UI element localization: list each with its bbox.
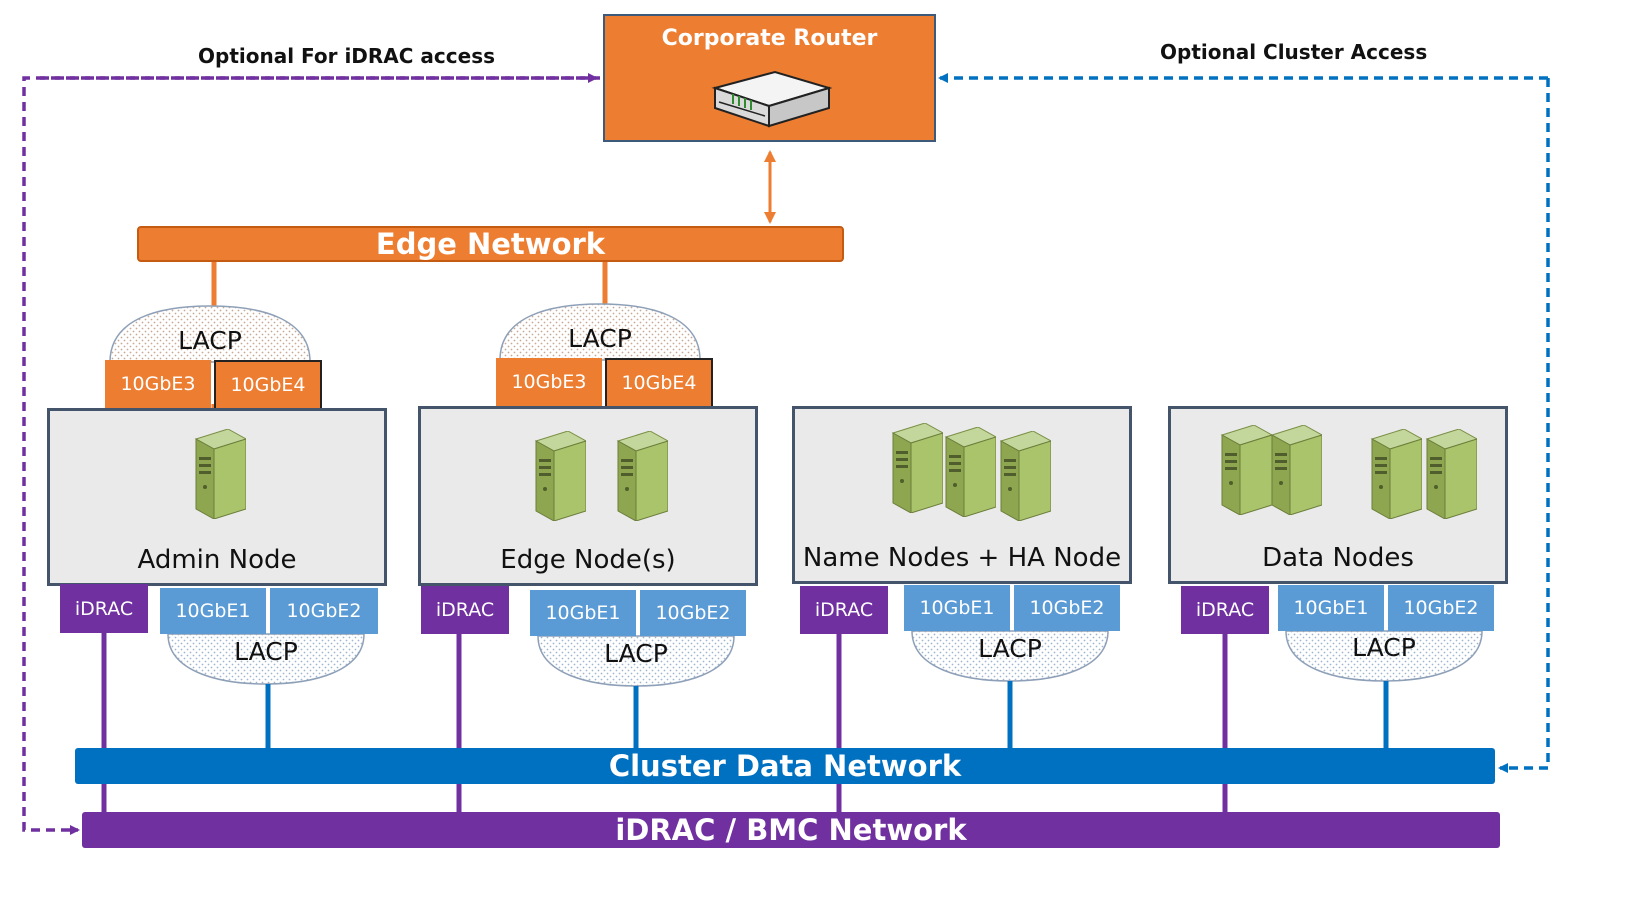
edgenode-idrac-port: iDRAC [421, 586, 509, 634]
edgenode-port-10gbe4: 10GbE4 [605, 358, 713, 408]
lacp-label-admin-bottom: LACP [234, 637, 298, 666]
lacp-label-data-bottom: LACP [1352, 633, 1416, 662]
name-port-10gbe2: 10GbE2 [1014, 585, 1120, 631]
admin-idrac-port: iDRAC [60, 584, 148, 633]
name-port-10gbe1: 10GbE1 [904, 585, 1010, 631]
corporate-router: Corporate Router [603, 14, 936, 142]
edge-node-label: Edge Node(s) [500, 545, 676, 575]
data-port-10gbe2: 10GbE2 [1388, 585, 1494, 631]
edgenode-port-10gbe3: 10GbE3 [496, 358, 602, 406]
lacp-label-name-bottom: LACP [978, 634, 1042, 663]
name-idrac-port: iDRAC [800, 586, 888, 634]
edgenode-port-10gbe1: 10GbE1 [530, 590, 636, 636]
server-icon [182, 429, 246, 519]
lacp-label-edge-top: LACP [568, 324, 632, 353]
admin-node: Admin Node [47, 408, 387, 586]
data-nodes-label: Data Nodes [1262, 543, 1414, 573]
lacp-oval-edge-top [499, 303, 701, 361]
server-icon [1413, 429, 1477, 519]
admin-port-10gbe2: 10GbE2 [270, 588, 378, 634]
admin-port-10gbe4: 10GbE4 [214, 360, 322, 410]
server-icon [604, 431, 668, 521]
lacp-label-admin-top: LACP [178, 326, 242, 355]
router-icon [711, 70, 833, 128]
lacp-label-edge-bottom: LACP [604, 639, 668, 668]
cluster-access-arrow [938, 73, 1550, 773]
name-nodes-label: Name Nodes + HA Node [802, 543, 1122, 573]
router-title: Corporate Router [661, 26, 878, 51]
edgenode-port-10gbe2: 10GbE2 [640, 590, 746, 636]
name-nodes: Name Nodes + HA Node [792, 406, 1132, 584]
admin-port-10gbe3: 10GbE3 [105, 360, 211, 408]
server-icon [522, 431, 586, 521]
idrac-bmc-network-bar: iDRAC / BMC Network [82, 812, 1500, 848]
edge-node: Edge Node(s) [418, 406, 758, 586]
data-idrac-port: iDRAC [1181, 586, 1269, 634]
data-port-10gbe1: 10GbE1 [1278, 585, 1384, 631]
admin-node-label: Admin Node [137, 545, 297, 575]
server-icon [1258, 425, 1322, 515]
admin-port-10gbe1: 10GbE1 [160, 588, 266, 634]
edge-network-bar: Edge Network [137, 226, 844, 262]
cluster-access-label: Optional Cluster Access [1160, 40, 1428, 64]
idrac-access-arrow [22, 73, 600, 835]
lacp-oval-admin-top [109, 305, 311, 363]
idrac-access-label: Optional For iDRAC access [198, 44, 496, 68]
data-nodes: Data Nodes [1168, 406, 1508, 584]
server-icon [987, 431, 1051, 521]
cluster-data-network-bar: Cluster Data Network [75, 748, 1495, 784]
